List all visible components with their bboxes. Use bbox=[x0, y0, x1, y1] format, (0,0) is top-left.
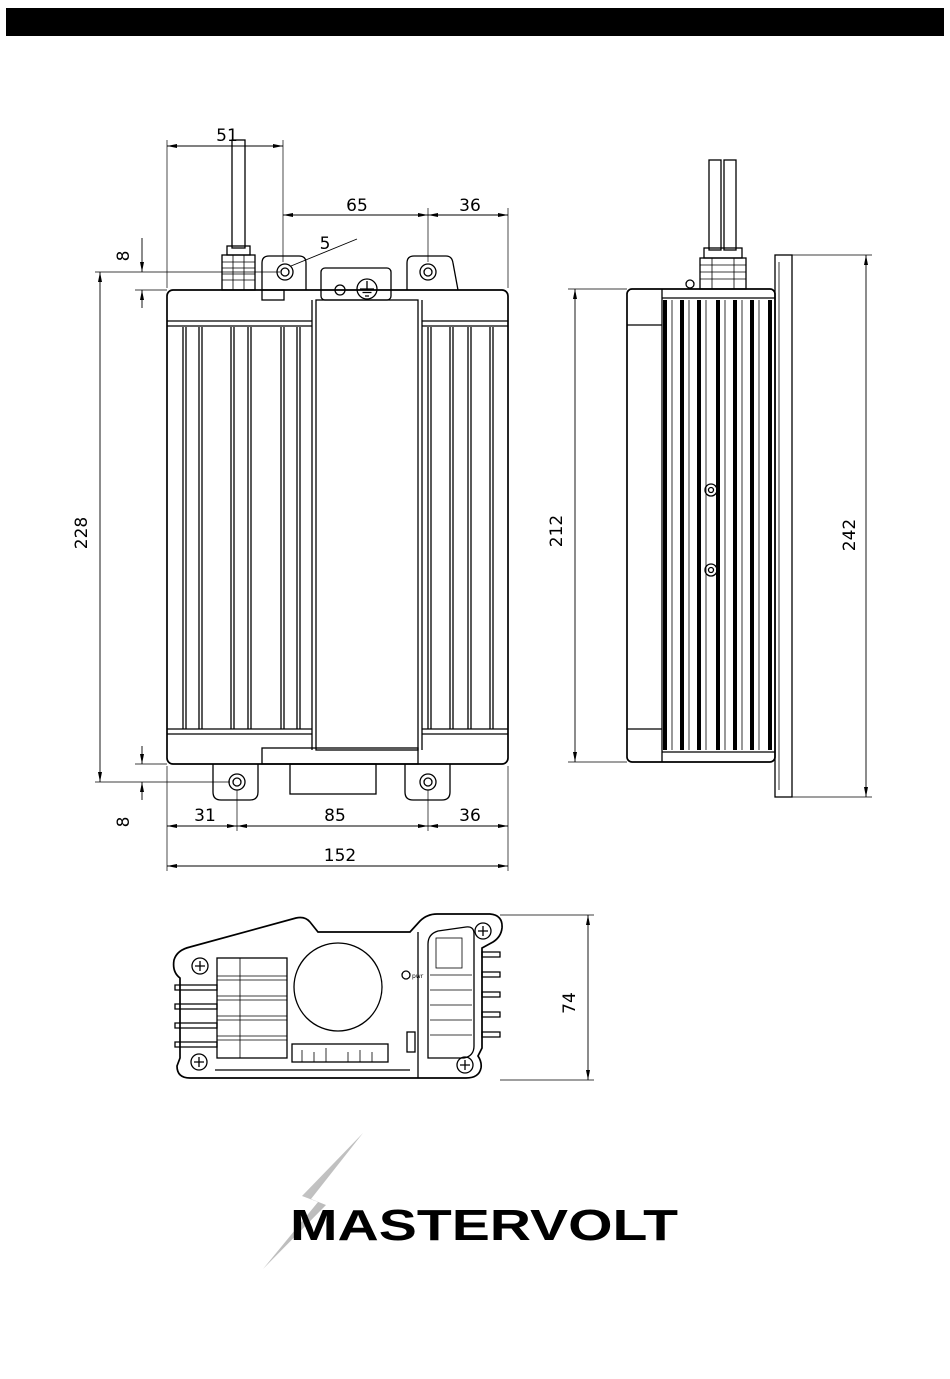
dim-label-height: 74 bbox=[560, 992, 580, 1014]
screw-icon bbox=[192, 958, 208, 974]
dim-label-top-left: 51 bbox=[216, 126, 238, 146]
housing-outline bbox=[167, 290, 508, 764]
tab-step bbox=[262, 290, 284, 300]
mounting-hole-inner bbox=[424, 778, 432, 786]
dim-label-body-height: 212 bbox=[547, 515, 567, 547]
front-view: 51 65 36 5 8 228 8 31 85 36 152 bbox=[72, 126, 508, 871]
ground-symbol bbox=[360, 281, 374, 296]
dim-label-overall-width: 152 bbox=[324, 846, 356, 866]
dim-label-top-right: 36 bbox=[459, 196, 481, 216]
circuit-board bbox=[292, 1044, 388, 1062]
mounting-tab-top-right bbox=[407, 256, 458, 290]
dim-label-top-hole-spacing: 65 bbox=[346, 196, 368, 216]
right-fins bbox=[482, 952, 500, 1037]
mounting-hole bbox=[420, 774, 436, 790]
heatsink-fins bbox=[183, 300, 493, 750]
gland-body bbox=[222, 255, 255, 290]
screw-icon bbox=[705, 564, 717, 576]
side-view: 212 242 bbox=[547, 160, 872, 797]
cable bbox=[232, 140, 245, 248]
mounting-hole-inner bbox=[233, 778, 241, 786]
bottom-connector-box bbox=[290, 764, 376, 794]
extension-lines bbox=[95, 140, 508, 871]
left-heatsink bbox=[217, 958, 287, 1058]
end-cap-lines bbox=[627, 289, 662, 762]
mastervolt-logo: MASTERVOLT bbox=[263, 1133, 678, 1269]
screw-icon bbox=[475, 923, 491, 939]
dim-label-bottom-left: 31 bbox=[194, 806, 216, 826]
cable-gland bbox=[686, 248, 746, 289]
screw-icon bbox=[705, 484, 717, 496]
dim-label-hole-size: 5 bbox=[320, 234, 331, 254]
dim-label-bottom-hole-spacing: 85 bbox=[324, 806, 346, 826]
left-fins bbox=[175, 985, 217, 1047]
gland-ribs bbox=[222, 255, 255, 290]
dim-label-bottom-tab: 8 bbox=[114, 817, 134, 828]
header-bar bbox=[6, 8, 944, 36]
mounting-hole bbox=[229, 774, 245, 790]
cable bbox=[724, 160, 736, 250]
cable-gland bbox=[222, 246, 255, 290]
led-label: pwr bbox=[412, 973, 424, 980]
dim-label-bottom-right: 36 bbox=[459, 806, 481, 826]
screw-icon bbox=[457, 1057, 473, 1073]
mounting-hole-inner bbox=[281, 268, 289, 276]
dim-label-vertical-pitch: 228 bbox=[72, 517, 92, 549]
center-panel bbox=[316, 300, 418, 750]
dip-switch bbox=[407, 1032, 415, 1052]
heatsink-fins bbox=[663, 300, 772, 750]
mounting-hole bbox=[420, 264, 436, 280]
dim-label-flange-height: 242 bbox=[840, 519, 860, 551]
end-cap-lines bbox=[167, 321, 508, 734]
logo-text: MASTERVOLT bbox=[290, 1201, 678, 1250]
led-icon bbox=[402, 971, 410, 979]
mounting-tab-bottom-right bbox=[405, 764, 450, 800]
cable bbox=[709, 160, 721, 250]
ground-terminal bbox=[321, 268, 391, 300]
dim-label-top-tab: 8 bbox=[114, 251, 134, 262]
fin-lines bbox=[672, 300, 759, 750]
end-view: pwr 74 bbox=[174, 914, 594, 1080]
screw-icon bbox=[191, 1054, 207, 1070]
right-frame bbox=[428, 927, 474, 1058]
fitting bbox=[686, 280, 694, 288]
mounting-flange bbox=[775, 255, 792, 797]
mounting-hole-inner bbox=[424, 268, 432, 276]
fan-circle bbox=[294, 943, 382, 1031]
